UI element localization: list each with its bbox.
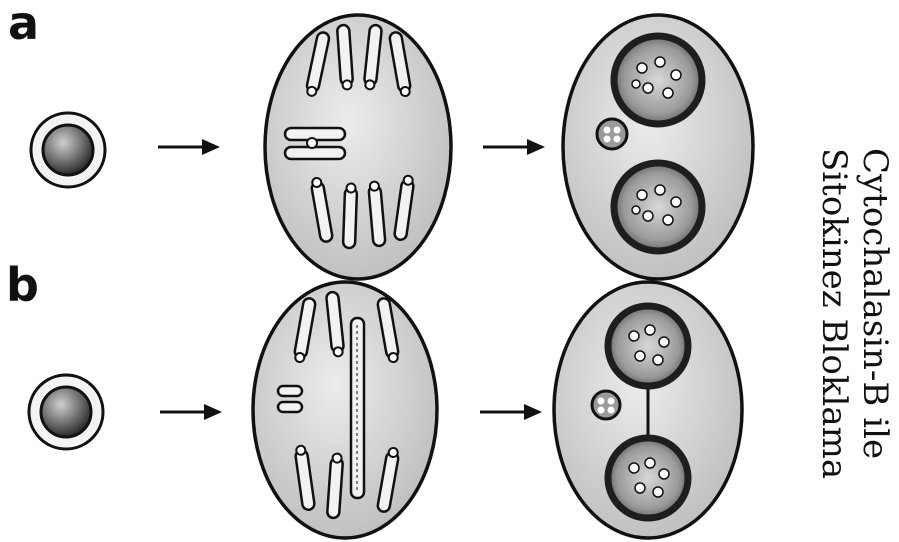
panel-label-b: b (6, 262, 39, 308)
arrow-b2 (480, 404, 542, 420)
arrow-a1 (158, 139, 220, 155)
arrow-b1 (160, 404, 222, 420)
arrow-a2 (483, 139, 545, 155)
micronucleus-a (597, 119, 627, 149)
chromosome-bottom-2 (343, 183, 357, 248)
row-a (31, 15, 753, 279)
panel-label-a: a (8, 0, 39, 46)
anaphase-cell-a (265, 15, 451, 279)
title-line-2: Sitokinez Bloklama (814, 148, 854, 479)
interphase-cell-a (31, 113, 105, 187)
chromatin-bridge (351, 318, 364, 498)
row-b (29, 282, 742, 538)
binucleated-bridge-cell-b (554, 282, 742, 538)
anaphase-bridge-cell-b (253, 282, 437, 538)
binucleated-cell-a (563, 15, 753, 279)
micronucleus-b (592, 391, 620, 419)
interphase-cell-b (29, 375, 103, 449)
title-line-1: Cytochalasin-B ile (855, 148, 895, 459)
